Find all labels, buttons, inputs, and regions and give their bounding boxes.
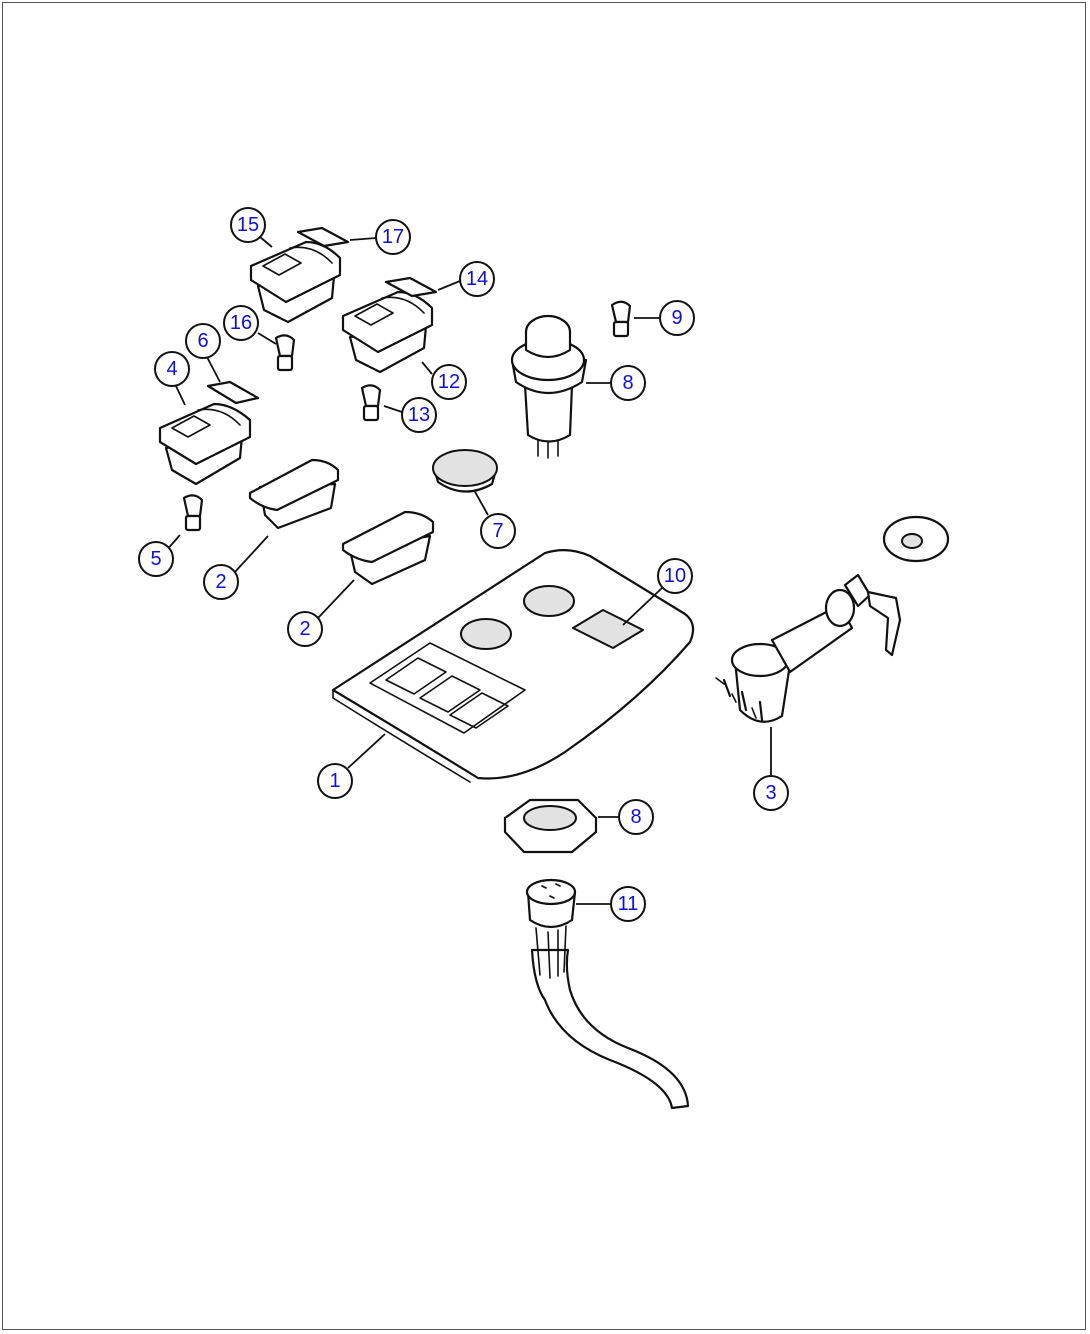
svg-text:1: 1	[329, 770, 340, 792]
svg-text:8: 8	[630, 806, 641, 828]
svg-text:3: 3	[765, 782, 776, 804]
callout-2-upper: 2	[203, 564, 239, 600]
callout-17: 17	[375, 219, 411, 255]
svg-text:5: 5	[150, 548, 161, 570]
svg-text:11: 11	[618, 893, 639, 915]
callout-1: 1	[317, 763, 353, 799]
blank-plug-upper	[248, 458, 340, 530]
callout-6: 6	[185, 323, 221, 359]
svg-text:6: 6	[197, 330, 208, 352]
callout-9: 9	[659, 300, 695, 336]
connector-11	[525, 878, 690, 1110]
callout-12: 12	[431, 364, 467, 400]
callout-13: 13	[401, 397, 437, 433]
callout-4: 4	[154, 351, 190, 387]
blank-plug-lower	[341, 510, 435, 586]
svg-text:9: 9	[671, 307, 682, 329]
callout-11: 11	[610, 886, 646, 922]
lens-plate-14	[384, 276, 438, 298]
svg-text:7: 7	[492, 520, 503, 542]
bulb-13	[360, 384, 382, 422]
rocker-switch-12	[341, 290, 434, 374]
lens-plate-17	[296, 226, 350, 248]
callout-10: 10	[657, 558, 693, 594]
key-switch	[715, 515, 950, 723]
bulb-5	[182, 494, 204, 532]
rocker-switch-4	[158, 402, 252, 486]
svg-text:2: 2	[215, 571, 226, 593]
cap-7	[432, 449, 498, 493]
svg-text:14: 14	[466, 268, 488, 290]
rocker-switch-15	[249, 240, 342, 324]
callout-8-button: 8	[610, 365, 646, 401]
callout-2-lower: 2	[287, 611, 323, 647]
lens-plate-6	[206, 380, 260, 405]
callout-16: 16	[223, 305, 259, 341]
push-button-8	[510, 314, 588, 459]
svg-text:12: 12	[438, 371, 460, 393]
callout-8-nut: 8	[618, 799, 654, 835]
svg-text:10: 10	[664, 565, 686, 587]
callout-14: 14	[459, 261, 495, 297]
bulb-9	[610, 300, 632, 338]
svg-text:15: 15	[237, 214, 259, 236]
nut-8	[503, 798, 598, 854]
leader-lines	[164, 236, 772, 905]
callout-5: 5	[138, 541, 174, 577]
callout-15: 15	[230, 207, 266, 243]
svg-text:4: 4	[166, 358, 177, 380]
svg-text:2: 2	[299, 618, 310, 640]
callout-3: 3	[753, 775, 789, 811]
callout-7: 7	[480, 513, 516, 549]
svg-text:8: 8	[622, 372, 633, 394]
svg-text:13: 13	[408, 404, 430, 426]
switch-panel-housing	[331, 549, 695, 783]
bulb-16	[274, 334, 296, 372]
svg-text:17: 17	[382, 226, 404, 248]
svg-text:16: 16	[230, 312, 252, 334]
